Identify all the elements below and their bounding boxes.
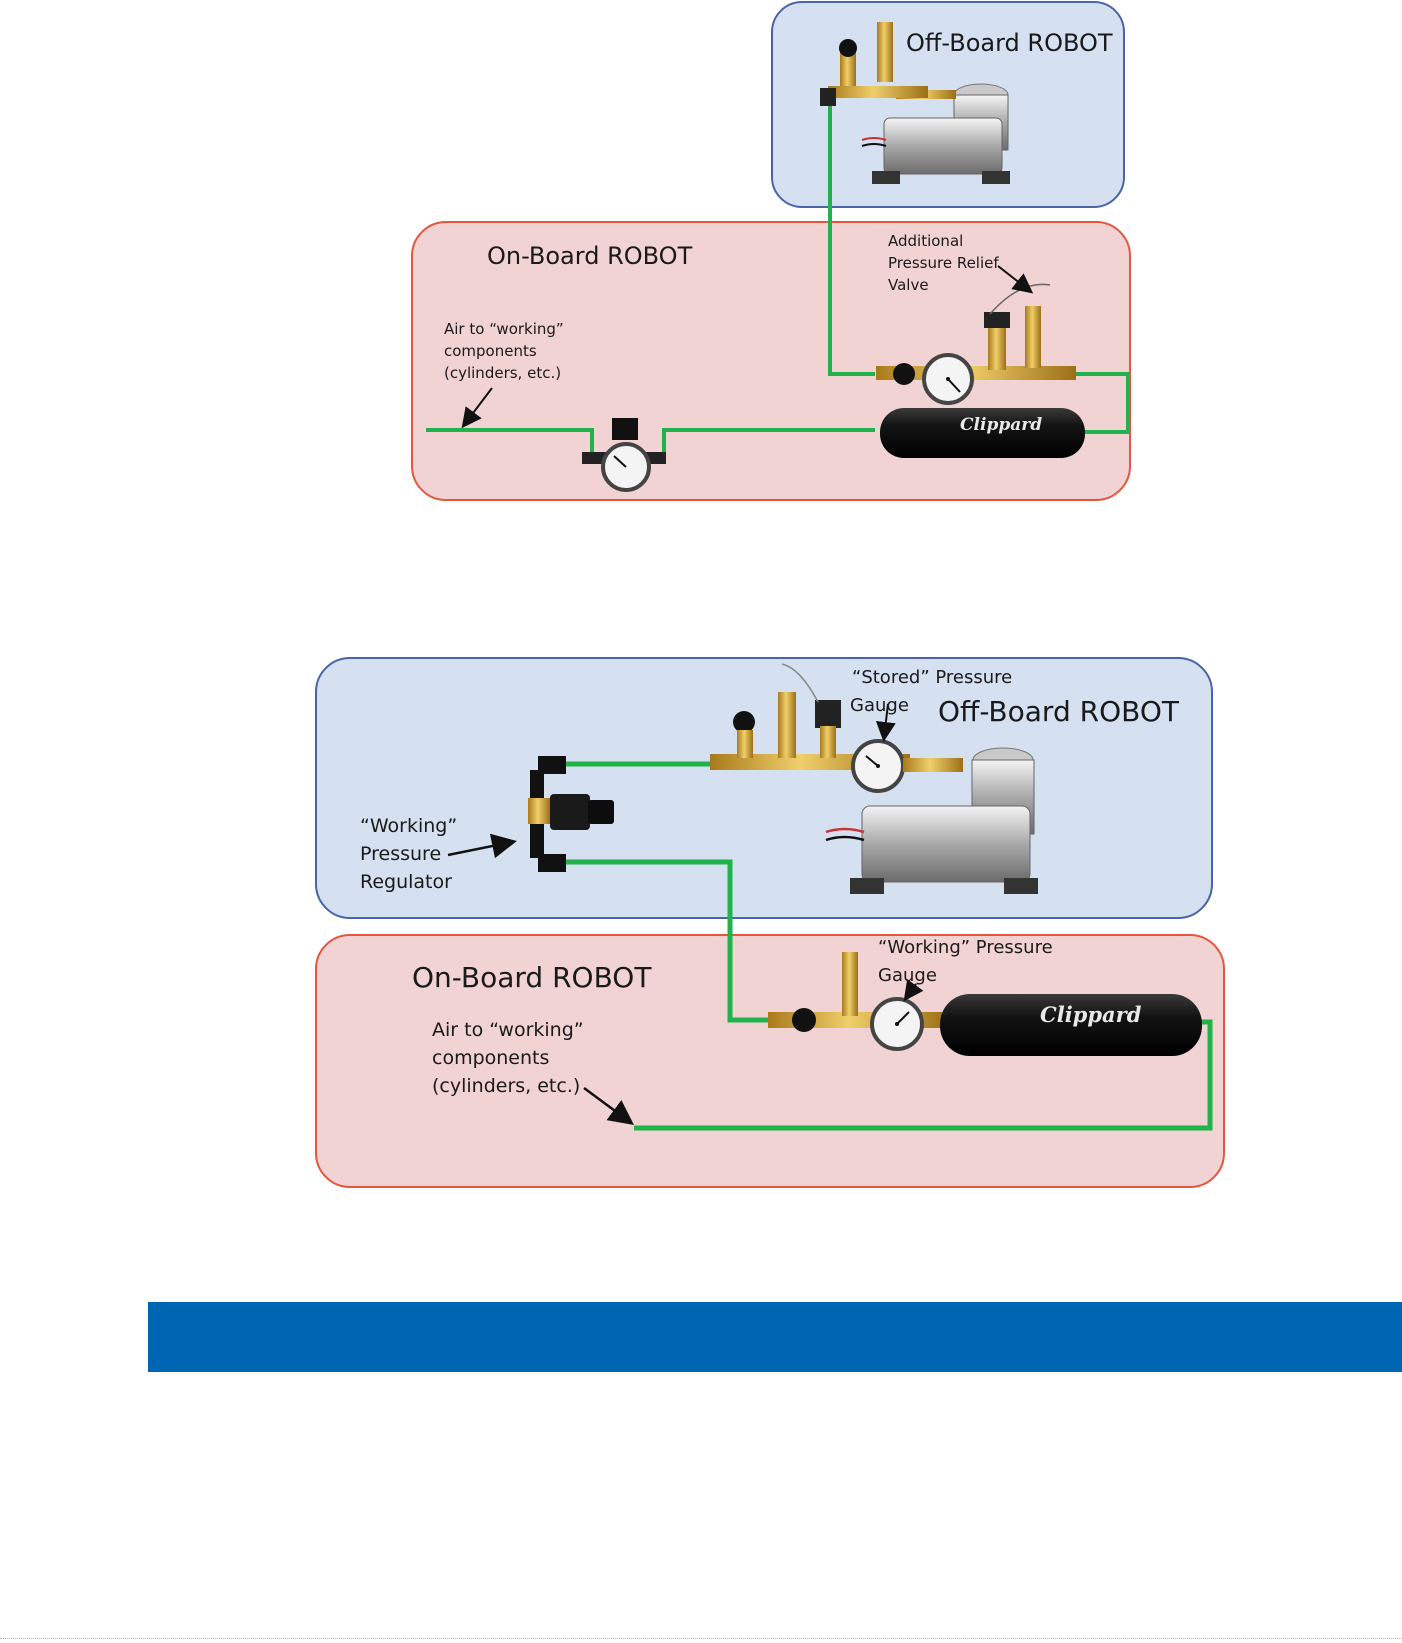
tank-brand-1: Clippard [960, 415, 1042, 435]
tank-brand-2: Clippard [1040, 1002, 1142, 1027]
regulator-label-line-1: “Working” [360, 815, 457, 837]
air-label-2-line-2: components [432, 1047, 549, 1069]
air-label-2-line-1: Air to “working” [432, 1019, 584, 1041]
air-arrow-2 [583, 1086, 635, 1125]
compressor-icon [825, 747, 1038, 894]
relief-label-line-3: Valve [888, 276, 929, 294]
air-tubing-1 [426, 100, 1130, 455]
air-label-1-line-3: (cylinders, etc.) [444, 364, 561, 382]
air-tank-icon: Clippard [940, 994, 1202, 1056]
air-label-1-line-2: components [444, 342, 537, 360]
regulator-arrow [447, 833, 517, 859]
onboard-label-2: On-Board ROBOT [412, 961, 652, 994]
relief-label-line-1: Additional [888, 232, 963, 250]
onboard-label-1: On-Board ROBOT [487, 242, 693, 270]
regulator-label-line-3: Regulator [360, 871, 452, 893]
pressure-gauge-icon [876, 353, 1076, 405]
offboard-region-1 [771, 1, 1125, 208]
air-label-1-line-1: Air to “working” [444, 320, 564, 338]
pressure-gauge-icon [870, 997, 924, 1051]
diagram-1: Clippard Off-Board ROBOT On-Board ROBOT … [411, 1, 1131, 501]
relief-label-line-2: Pressure Relief [888, 254, 999, 272]
working-gauge-arrow [903, 979, 924, 1002]
regulator-icon [528, 756, 614, 872]
working-gauge-label-line-2: Gauge [878, 965, 937, 986]
section-banner [148, 1302, 1402, 1372]
working-gauge-label-line-1: “Working” Pressure [878, 937, 1053, 958]
offboard-label-1: Off-Board ROBOT [906, 29, 1113, 57]
stored-gauge-label-line-2: Gauge [850, 695, 909, 716]
valve-icon [820, 22, 928, 106]
air-tank-icon: Clippard [880, 408, 1085, 458]
regulator-icon [582, 418, 666, 492]
air-label-2-line-3: (cylinders, etc.) [432, 1075, 580, 1097]
stored-gauge-arrow [875, 703, 896, 742]
stored-gauge-label-line-1: “Stored” Pressure [852, 667, 1012, 688]
relief-arrow [997, 265, 1034, 294]
air-arrow-1 [461, 387, 493, 429]
relief-valve-icon [984, 283, 1051, 370]
regulator-label-line-2: Pressure [360, 843, 441, 865]
diagram-2: Clippard Off-Board ROBOT On-Board ROBOT … [315, 657, 1225, 1188]
pressure-gauge-icon [851, 739, 963, 793]
offboard-label-2: Off-Board ROBOT [938, 695, 1180, 728]
footer-dotted-rule [0, 1638, 1402, 1639]
compressor-icon [861, 83, 1010, 184]
